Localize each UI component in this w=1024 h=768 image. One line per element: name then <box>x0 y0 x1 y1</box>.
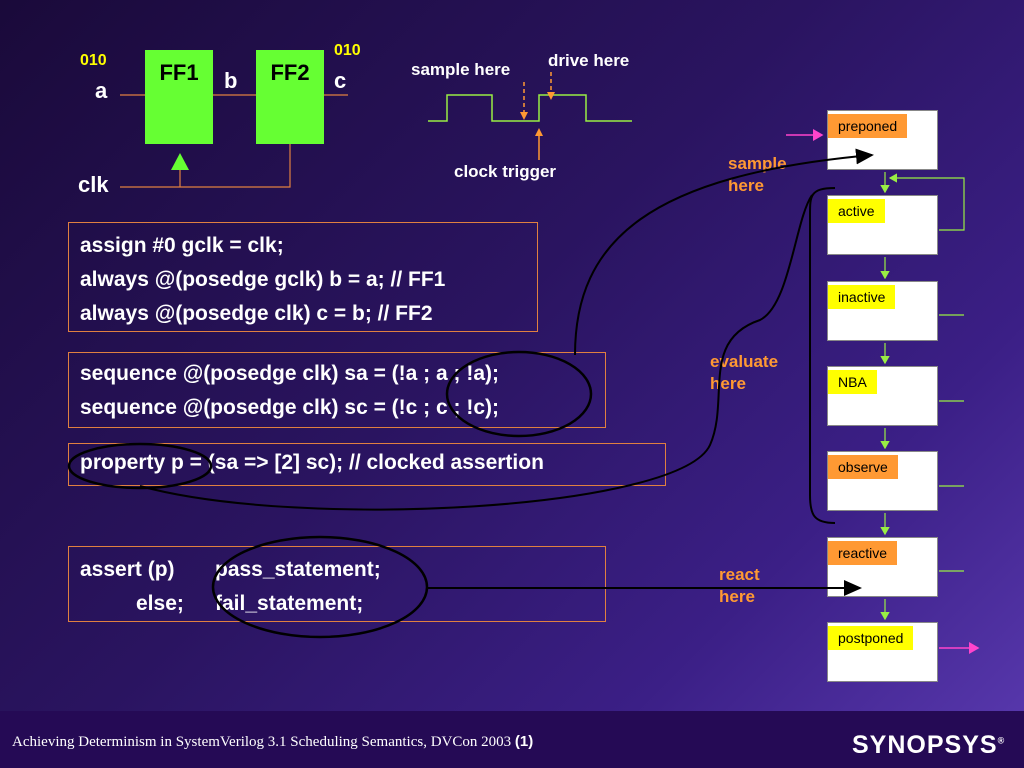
code-line: always @(posedge gclk) b = a; // FF1 <box>80 268 446 291</box>
registered-mark: ® <box>997 735 1006 746</box>
region-nba: NBA <box>827 366 938 426</box>
code-line: always @(posedge clk) c = b; // FF2 <box>80 302 433 325</box>
region-label: NBA <box>828 370 877 394</box>
region-label: preponed <box>828 114 908 138</box>
code-block-assign: assign #0 gclk = clk; always @(posedge g… <box>68 222 538 332</box>
code-line: assign #0 gclk = clk; <box>80 234 284 257</box>
footer-bar: Achieving Determinism in SystemVerilog 3… <box>0 711 1024 768</box>
footer-title: Achieving Determinism in SystemVerilog 3… <box>12 734 512 750</box>
clock-triangle-icon <box>171 153 189 170</box>
code-line: sequence @(posedge clk) sa = (!a ; a ; !… <box>80 362 500 385</box>
ff1-block: FF1 <box>145 50 213 144</box>
footer-text: Achieving Determinism in SystemVerilog 3… <box>12 733 533 751</box>
pass-statement: pass_statement; <box>215 558 381 581</box>
drive-here-label: drive here <box>548 51 630 70</box>
signal-clk: clk <box>78 172 109 197</box>
ff2-label: FF2 <box>270 60 310 85</box>
clock-waveform <box>428 94 632 122</box>
code-line: property p = (sa => [2] sc); // clocked … <box>80 451 544 474</box>
region-preponed: preponed <box>827 110 938 170</box>
evaluate-brace <box>809 187 836 524</box>
annotation-line: evaluate <box>710 352 779 371</box>
region-inactive: inactive <box>827 281 938 341</box>
annotation-line: react <box>719 565 760 584</box>
bits-c: 010 <box>334 42 361 59</box>
clock-trigger-label: clock trigger <box>454 162 557 181</box>
region-label: postponed <box>828 626 914 650</box>
else-keyword: else; <box>136 592 184 615</box>
code-block-assert: assert (p) pass_statement; else; fail_st… <box>68 546 606 622</box>
diagram-overlay <box>67 72 980 654</box>
synopsys-logo: SYNOPSYS® <box>852 731 1005 760</box>
signal-b: b <box>224 68 238 93</box>
sample-arrow <box>574 148 874 356</box>
statement-highlight-ellipse <box>211 535 429 639</box>
react-here-annotation: react here <box>719 564 760 608</box>
region-active: active <box>827 195 938 255</box>
region-label: reactive <box>828 541 898 565</box>
ff1-label: FF1 <box>159 60 199 85</box>
region-postponed: postponed <box>827 622 938 682</box>
logo-text: SYNOPSYS <box>852 731 998 759</box>
footer-page: (1) <box>514 733 534 750</box>
region-label: active <box>828 199 885 223</box>
region-flow <box>880 172 965 621</box>
bits-a: 010 <box>80 52 107 69</box>
signal-c: c <box>334 68 347 93</box>
region-label: observe <box>828 455 898 479</box>
ff2-block: FF2 <box>256 50 324 144</box>
region-label: inactive <box>828 285 896 309</box>
circuit-wires <box>120 94 348 188</box>
annotation-line: here <box>728 176 764 195</box>
assert-keyword: assert (p) <box>80 558 175 581</box>
sequence-highlight-ellipse <box>445 350 593 438</box>
evaluate-curve <box>139 194 813 511</box>
sample-here-label: sample here <box>411 60 511 79</box>
annotation-line: here <box>719 587 755 606</box>
code-line: sequence @(posedge clk) sc = (!c ; c ; !… <box>80 396 500 419</box>
code-block-sequence: sequence @(posedge clk) sa = (!a ; a ; !… <box>68 352 606 428</box>
signal-a: a <box>95 78 108 103</box>
fail-statement: fail_statement; <box>215 592 364 615</box>
property-highlight-ellipse <box>67 442 213 490</box>
region-observe: observe <box>827 451 938 511</box>
